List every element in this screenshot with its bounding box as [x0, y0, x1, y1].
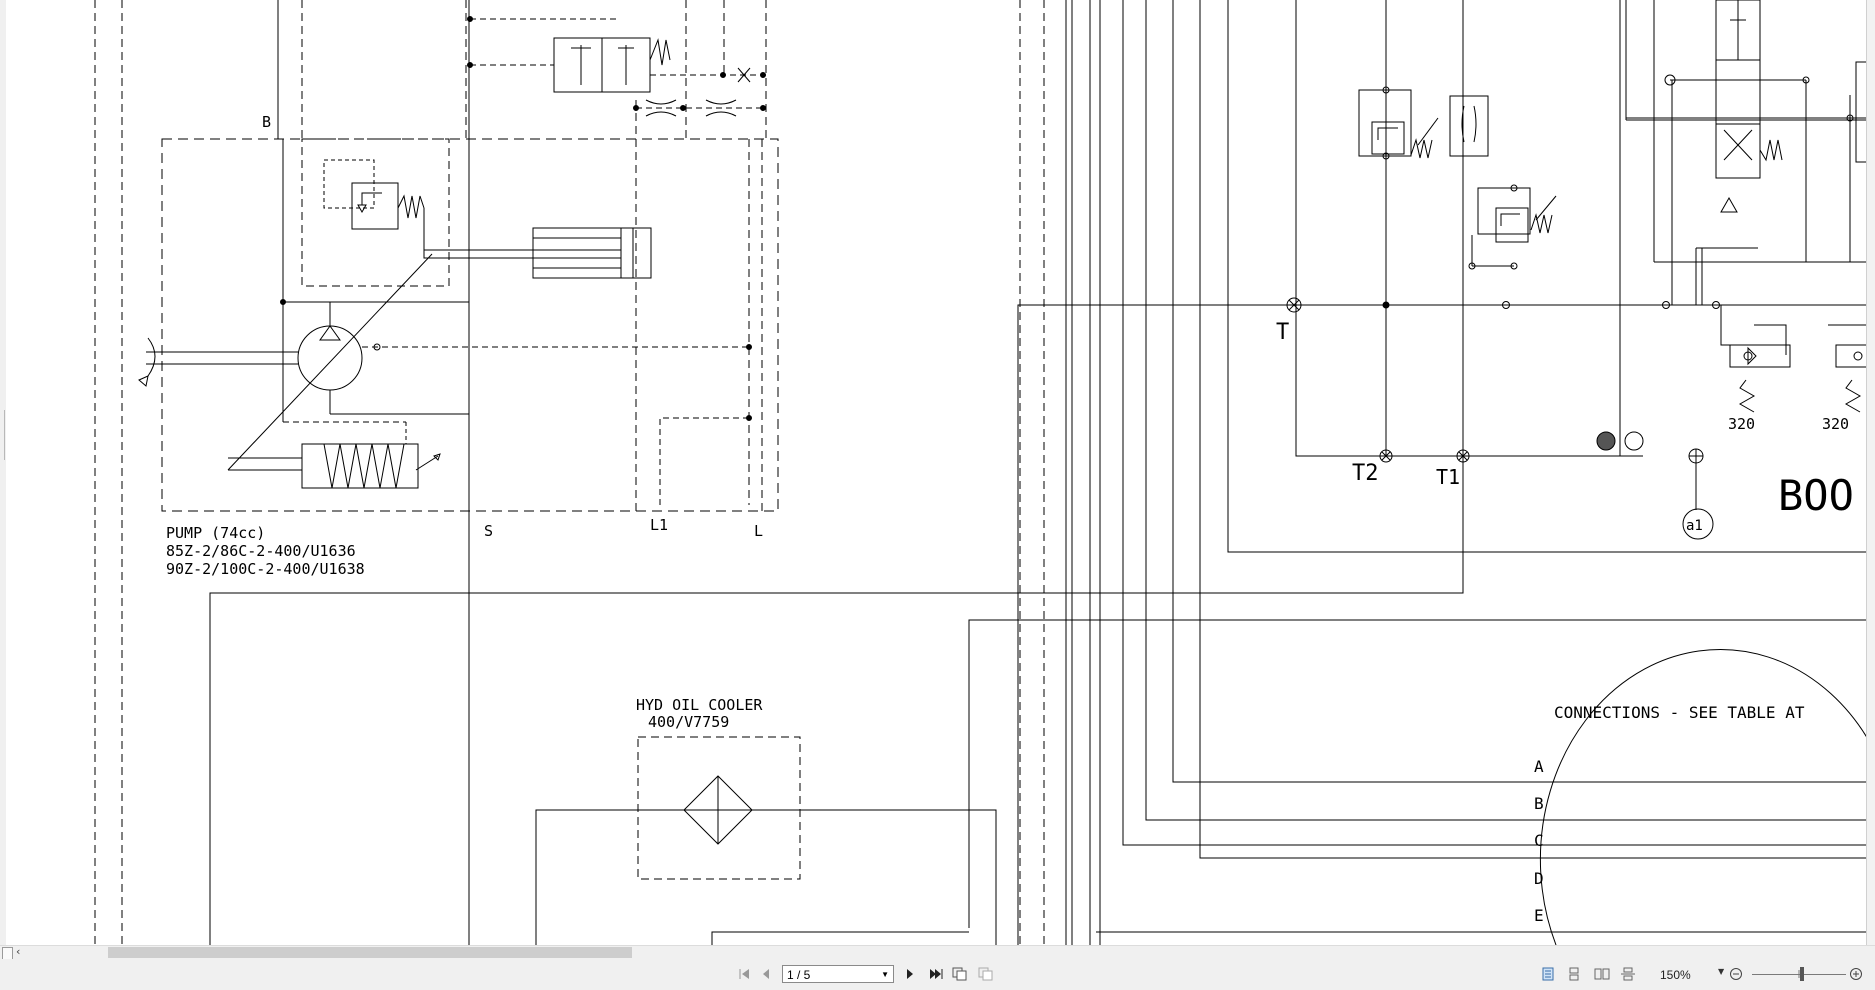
- zoom-in-icon[interactable]: [1846, 964, 1866, 984]
- zoom-slider-thumb[interactable]: [1800, 967, 1804, 981]
- label-s: S: [484, 522, 493, 540]
- facing-icon[interactable]: [1592, 964, 1612, 984]
- cooler-label-1: HYD OIL COOLER: [636, 696, 763, 714]
- label-320-a: 320: [1728, 415, 1755, 433]
- label-320-b: 320: [1822, 415, 1849, 433]
- conn-a: A: [1534, 757, 1544, 776]
- pump-label-3: 90Z-2/100C-2-400/U1638: [166, 560, 365, 578]
- horizontal-scrollbar[interactable]: ‹: [0, 945, 1875, 960]
- label-l1: L1: [650, 516, 668, 534]
- conn-e: E: [1534, 906, 1544, 925]
- scroll-left-icon[interactable]: ‹: [16, 945, 21, 958]
- label-t1: T1: [1436, 465, 1460, 489]
- pump-label-2: 85Z-2/86C-2-400/U1636: [166, 542, 356, 560]
- label-t: T: [1276, 320, 1289, 345]
- first-page-icon[interactable]: [734, 964, 754, 984]
- label-a1: a1: [1686, 518, 1703, 534]
- pump-label-1: PUMP (74cc): [166, 524, 265, 542]
- hydraulic-schematic: B S L1 L PUMP (74cc) 85Z-2/86C-2-400/U16…: [94, 0, 1866, 945]
- page-number-input[interactable]: 1 / 5 ▼: [782, 965, 894, 983]
- document-canvas[interactable]: B S L1 L PUMP (74cc) 85Z-2/86C-2-400/U16…: [6, 0, 1866, 945]
- zoom-slider-ticks: [1798, 970, 1800, 978]
- chevron-down-icon[interactable]: ▼: [881, 970, 889, 979]
- conn-c: C: [1534, 831, 1544, 850]
- split-icon[interactable]: [1618, 964, 1638, 984]
- cooler-label-2: 400/V7759: [648, 713, 729, 731]
- label-boom: BOO: [1778, 471, 1854, 520]
- page-indicator: 1 / 5: [787, 968, 811, 982]
- continuous-icon[interactable]: [1564, 964, 1584, 984]
- label-b-top: B: [262, 113, 271, 131]
- next-page-icon[interactable]: [900, 964, 920, 984]
- bottom-toolbar: 1 / 5 ▼ 150% ▼: [0, 959, 1875, 990]
- label-t2: T2: [1352, 461, 1379, 486]
- zoom-out-icon[interactable]: [1726, 964, 1746, 984]
- snapshot-icon[interactable]: [976, 964, 996, 984]
- zoom-level[interactable]: 150%: [1660, 968, 1691, 982]
- last-page-icon[interactable]: [926, 964, 946, 984]
- prev-page-icon[interactable]: [756, 964, 776, 984]
- single-page-icon[interactable]: [1538, 964, 1558, 984]
- conn-d: D: [1534, 869, 1544, 888]
- panel-resize-grip[interactable]: [0, 410, 5, 460]
- scrollbar-thumb[interactable]: [108, 947, 632, 958]
- connections-title: CONNECTIONS - SEE TABLE AT: [1554, 703, 1805, 722]
- conn-b: B: [1534, 794, 1544, 813]
- copy-icon[interactable]: [950, 964, 970, 984]
- right-scroll-strip[interactable]: [1866, 0, 1875, 945]
- label-l: L: [754, 522, 763, 540]
- zoom-dropdown-icon[interactable]: ▼: [1718, 967, 1725, 976]
